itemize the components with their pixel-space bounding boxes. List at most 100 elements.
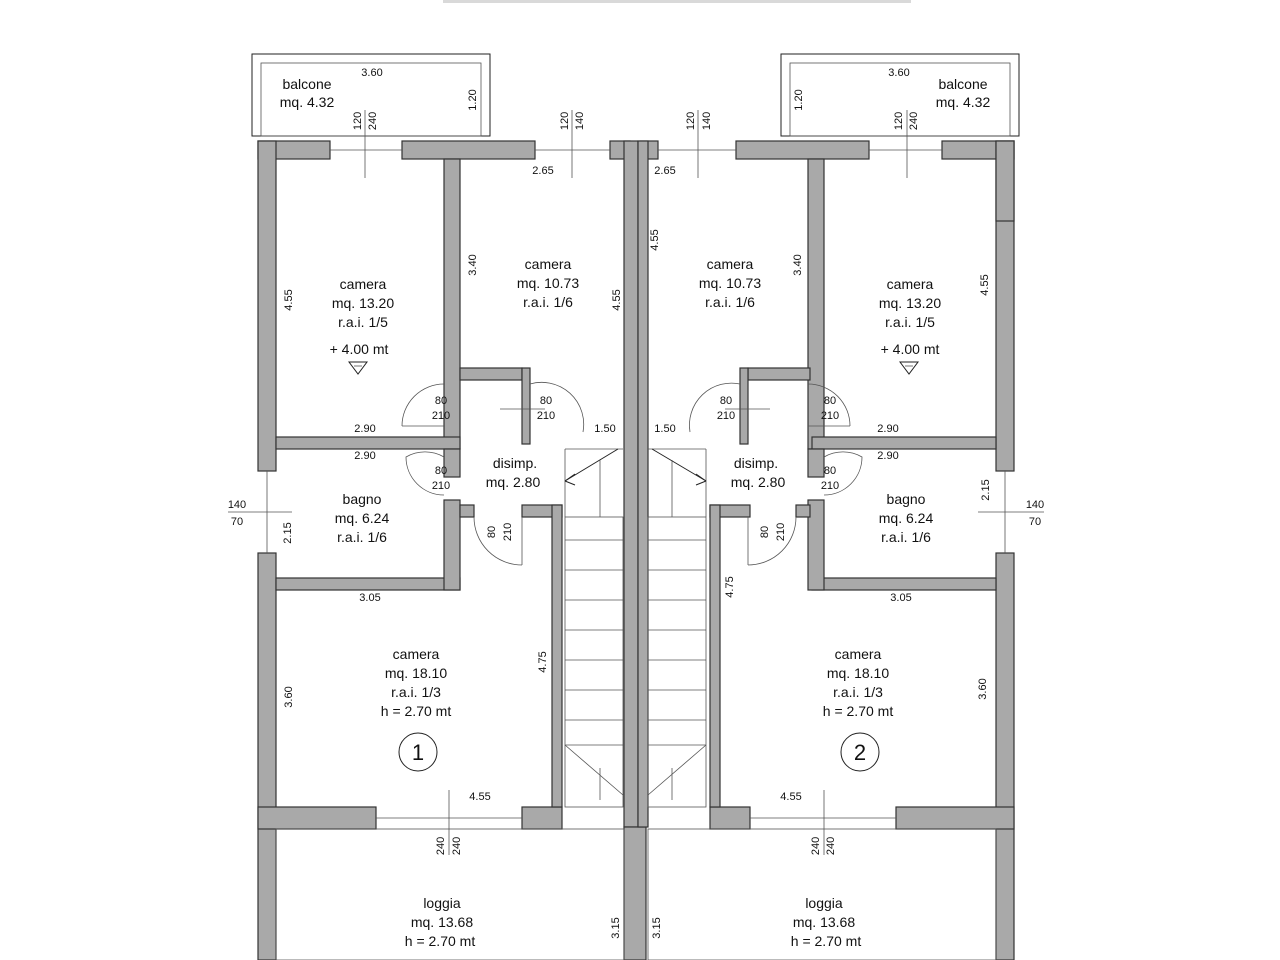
svg-text:3.60: 3.60 bbox=[283, 686, 295, 707]
unit-number: 1 bbox=[412, 740, 424, 765]
loggia-label: loggia bbox=[423, 895, 461, 911]
svg-text:210: 210 bbox=[502, 523, 514, 541]
disimp-area: mq. 2.80 bbox=[486, 474, 541, 490]
camera-back-area: mq. 18.10 bbox=[827, 665, 889, 681]
balcone-label: balcone bbox=[282, 76, 331, 92]
camera-small-label: camera bbox=[707, 256, 754, 272]
svg-text:80: 80 bbox=[435, 395, 447, 407]
unit-number: 2 bbox=[854, 740, 866, 765]
camera-front-area: mq. 13.20 bbox=[879, 295, 941, 311]
svg-text:80: 80 bbox=[720, 395, 732, 407]
svg-text:240: 240 bbox=[435, 837, 447, 855]
svg-text:240: 240 bbox=[908, 112, 920, 130]
svg-text:120: 120 bbox=[352, 112, 364, 130]
camera-back-height: h = 2.70 mt bbox=[381, 703, 452, 719]
camera-back-height: h = 2.70 mt bbox=[823, 703, 894, 719]
loggia-area: mq. 13.68 bbox=[411, 914, 473, 930]
loggia-height: h = 2.70 mt bbox=[405, 933, 476, 949]
svg-text:3.15: 3.15 bbox=[610, 917, 622, 938]
svg-text:140: 140 bbox=[1026, 499, 1044, 511]
svg-text:4.55: 4.55 bbox=[780, 791, 801, 803]
camera-small-label: camera bbox=[525, 256, 572, 272]
camera-front-height: + 4.00 mt bbox=[330, 341, 389, 357]
unit-1 bbox=[228, 53, 647, 960]
svg-text:210: 210 bbox=[821, 480, 839, 492]
unit-2 bbox=[637, 53, 1044, 960]
svg-text:3.05: 3.05 bbox=[359, 592, 380, 604]
camera-front-rai: r.a.i. 1/5 bbox=[885, 314, 935, 330]
svg-text:3.40: 3.40 bbox=[467, 254, 479, 275]
svg-text:2.15: 2.15 bbox=[282, 522, 294, 543]
svg-text:3.05: 3.05 bbox=[890, 592, 911, 604]
camera-back-label: camera bbox=[835, 646, 882, 662]
svg-text:140: 140 bbox=[701, 112, 713, 130]
svg-text:120: 120 bbox=[893, 112, 905, 130]
labels-unit-1: balcone mq. 4.32 3.60 1.20 120 240 120 1… bbox=[228, 67, 623, 949]
svg-text:70: 70 bbox=[231, 516, 243, 528]
svg-text:80: 80 bbox=[435, 465, 447, 477]
svg-text:210: 210 bbox=[432, 480, 450, 492]
svg-text:240: 240 bbox=[825, 837, 837, 855]
svg-text:210: 210 bbox=[537, 410, 555, 422]
balcone-area: mq. 4.32 bbox=[280, 94, 335, 110]
stair-2 bbox=[647, 448, 707, 808]
svg-text:210: 210 bbox=[821, 410, 839, 422]
svg-text:1.50: 1.50 bbox=[594, 423, 615, 435]
loggia-height: h = 2.70 mt bbox=[791, 933, 862, 949]
disimp-label: disimp. bbox=[493, 455, 537, 471]
loggia-floor bbox=[647, 828, 997, 960]
camera-front-rai: r.a.i. 1/5 bbox=[338, 314, 388, 330]
svg-text:80: 80 bbox=[824, 395, 836, 407]
loggia-floor bbox=[275, 828, 625, 960]
level-marker-icon bbox=[348, 361, 368, 375]
camera-back-rai: r.a.i. 1/3 bbox=[833, 684, 883, 700]
disimp-area: mq. 2.80 bbox=[731, 474, 786, 490]
svg-text:210: 210 bbox=[717, 410, 735, 422]
svg-text:2.65: 2.65 bbox=[532, 165, 553, 177]
top-strip bbox=[443, 0, 911, 3]
svg-text:2.90: 2.90 bbox=[354, 450, 375, 462]
bagno-area: mq. 6.24 bbox=[335, 510, 390, 526]
svg-text:2.65: 2.65 bbox=[654, 165, 675, 177]
svg-text:210: 210 bbox=[775, 523, 787, 541]
svg-text:80: 80 bbox=[486, 526, 498, 538]
svg-text:80: 80 bbox=[824, 465, 836, 477]
svg-text:2.90: 2.90 bbox=[877, 423, 898, 435]
camera-small-rai: r.a.i. 1/6 bbox=[523, 294, 573, 310]
disimp-label: disimp. bbox=[734, 455, 778, 471]
svg-text:4.55: 4.55 bbox=[469, 791, 490, 803]
stair-1 bbox=[564, 448, 624, 808]
balcone-width: 3.60 bbox=[361, 67, 382, 79]
camera-front-height: + 4.00 mt bbox=[881, 341, 940, 357]
svg-text:210: 210 bbox=[432, 410, 450, 422]
svg-text:3.15: 3.15 bbox=[651, 917, 663, 938]
balcone-depth: 1.20 bbox=[793, 89, 805, 110]
loggia-area: mq. 13.68 bbox=[793, 914, 855, 930]
svg-text:3.60: 3.60 bbox=[977, 678, 989, 699]
bagno-label: bagno bbox=[343, 491, 382, 507]
camera-front-label: camera bbox=[887, 276, 934, 292]
svg-text:120: 120 bbox=[685, 112, 697, 130]
loggia-label: loggia bbox=[805, 895, 843, 911]
svg-text:240: 240 bbox=[367, 112, 379, 130]
bagno-rai: r.a.i. 1/6 bbox=[881, 529, 931, 545]
camera-front-area: mq. 13.20 bbox=[332, 295, 394, 311]
camera-back-rai: r.a.i. 1/3 bbox=[391, 684, 441, 700]
svg-text:4.55: 4.55 bbox=[649, 229, 661, 250]
svg-text:1.50: 1.50 bbox=[654, 423, 675, 435]
camera-small-area: mq. 10.73 bbox=[699, 275, 761, 291]
svg-text:4.75: 4.75 bbox=[537, 651, 549, 672]
camera-small-area: mq. 10.73 bbox=[517, 275, 579, 291]
labels-unit-2: balcone mq. 4.32 3.60 1.20 120 140 120 2… bbox=[649, 67, 1044, 949]
camera-back-label: camera bbox=[393, 646, 440, 662]
balcone-area: mq. 4.32 bbox=[936, 94, 991, 110]
svg-text:4.55: 4.55 bbox=[611, 289, 623, 310]
svg-text:70: 70 bbox=[1029, 516, 1041, 528]
camera-small-rai: r.a.i. 1/6 bbox=[705, 294, 755, 310]
svg-text:2.90: 2.90 bbox=[877, 450, 898, 462]
bagno-area: mq. 6.24 bbox=[879, 510, 934, 526]
svg-text:140: 140 bbox=[228, 499, 246, 511]
svg-text:4.55: 4.55 bbox=[283, 289, 295, 310]
unit-number-circle bbox=[398, 732, 438, 772]
